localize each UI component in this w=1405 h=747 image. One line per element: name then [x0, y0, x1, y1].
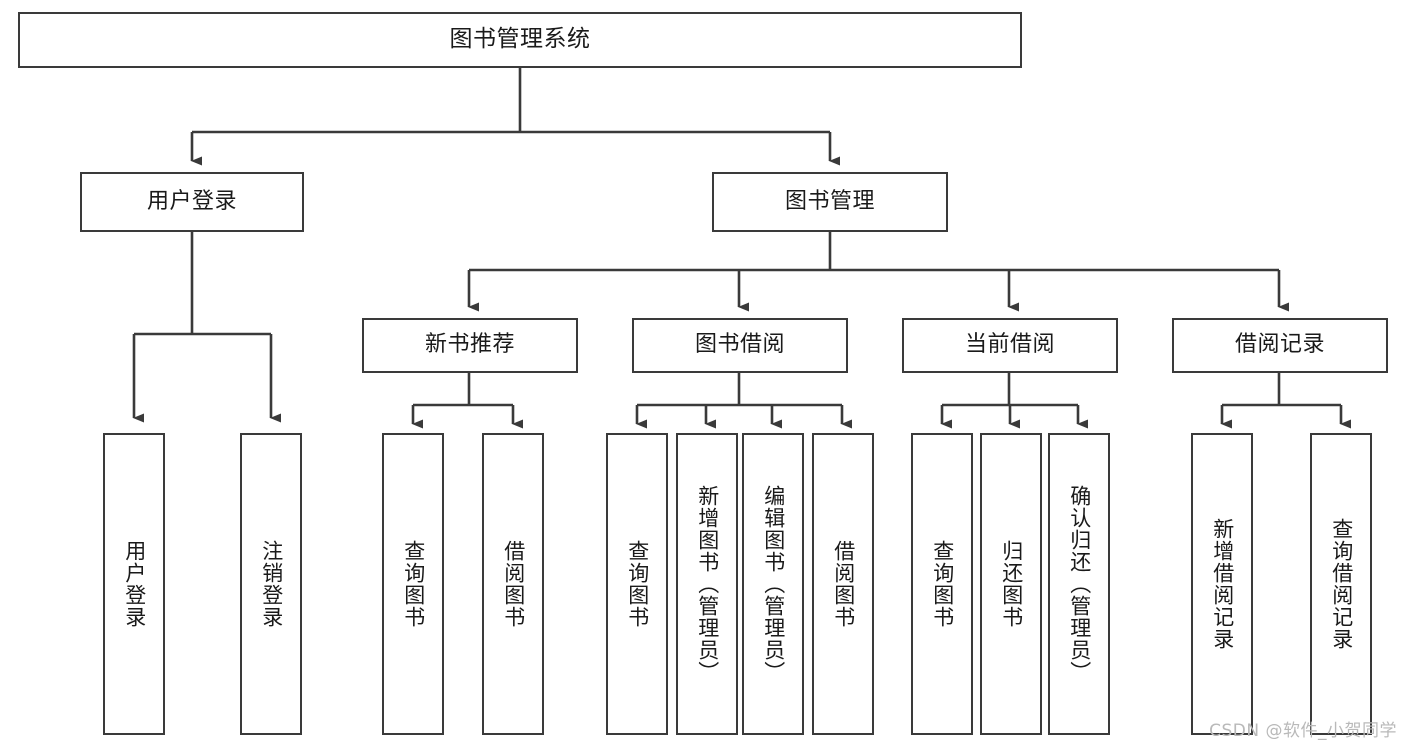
- node-leaf-add-book[interactable]: 新增图书（管理员）: [676, 433, 738, 735]
- node-leaf-query-book-1-label: 查询图书: [401, 540, 426, 628]
- node-leaf-borrow-book-1-label: 借阅图书: [501, 540, 526, 628]
- node-leaf-query-book-3[interactable]: 查询图书: [911, 433, 973, 735]
- node-book-borrow-label: 图书借阅: [694, 332, 785, 358]
- node-root[interactable]: 图书管理系统: [18, 12, 1022, 68]
- node-leaf-return-book[interactable]: 归还图书: [980, 433, 1042, 735]
- csdn-watermark: CSDN @软件_小贺同学: [1209, 721, 1397, 741]
- node-leaf-query-book-2-label: 查询图书: [625, 540, 650, 628]
- node-leaf-edit-book[interactable]: 编辑图书（管理员）: [742, 433, 804, 735]
- node-borrow-record-label: 借阅记录: [1234, 332, 1325, 358]
- node-leaf-confirm-return-label: 确认归还（管理员）: [1067, 485, 1092, 683]
- node-leaf-query-book-2[interactable]: 查询图书: [606, 433, 668, 735]
- node-new-book-rec[interactable]: 新书推荐: [362, 318, 578, 373]
- node-book-borrow[interactable]: 图书借阅: [632, 318, 848, 373]
- node-leaf-query-book-3-label: 查询图书: [930, 540, 955, 628]
- node-leaf-query-book-1[interactable]: 查询图书: [382, 433, 444, 735]
- node-leaf-user-login[interactable]: 用户登录: [103, 433, 165, 735]
- node-leaf-edit-book-label: 编辑图书（管理员）: [761, 485, 786, 683]
- node-new-book-rec-label: 新书推荐: [424, 332, 515, 358]
- node-current-borrow[interactable]: 当前借阅: [902, 318, 1118, 373]
- node-user-login[interactable]: 用户登录: [80, 172, 304, 232]
- node-current-borrow-label: 当前借阅: [964, 332, 1055, 358]
- node-leaf-borrow-book-2[interactable]: 借阅图书: [812, 433, 874, 735]
- node-book-manage[interactable]: 图书管理: [712, 172, 948, 232]
- node-book-manage-label: 图书管理: [784, 188, 875, 214]
- node-leaf-query-record-label: 查询借阅记录: [1329, 518, 1354, 650]
- node-leaf-add-book-label: 新增图书（管理员）: [695, 485, 720, 683]
- node-leaf-logout[interactable]: 注销登录: [240, 433, 302, 735]
- node-borrow-record[interactable]: 借阅记录: [1172, 318, 1388, 373]
- node-leaf-borrow-book-1[interactable]: 借阅图书: [482, 433, 544, 735]
- node-leaf-return-book-label: 归还图书: [999, 540, 1024, 628]
- node-root-label: 图书管理系统: [449, 26, 591, 53]
- node-leaf-logout-label: 注销登录: [259, 540, 284, 628]
- node-leaf-add-record-label: 新增借阅记录: [1210, 518, 1235, 650]
- node-leaf-user-login-label: 用户登录: [122, 540, 147, 628]
- node-leaf-confirm-return[interactable]: 确认归还（管理员）: [1048, 433, 1110, 735]
- node-user-login-label: 用户登录: [146, 188, 237, 214]
- node-leaf-borrow-book-2-label: 借阅图书: [831, 540, 856, 628]
- node-leaf-query-record[interactable]: 查询借阅记录: [1310, 433, 1372, 735]
- node-leaf-add-record[interactable]: 新增借阅记录: [1191, 433, 1253, 735]
